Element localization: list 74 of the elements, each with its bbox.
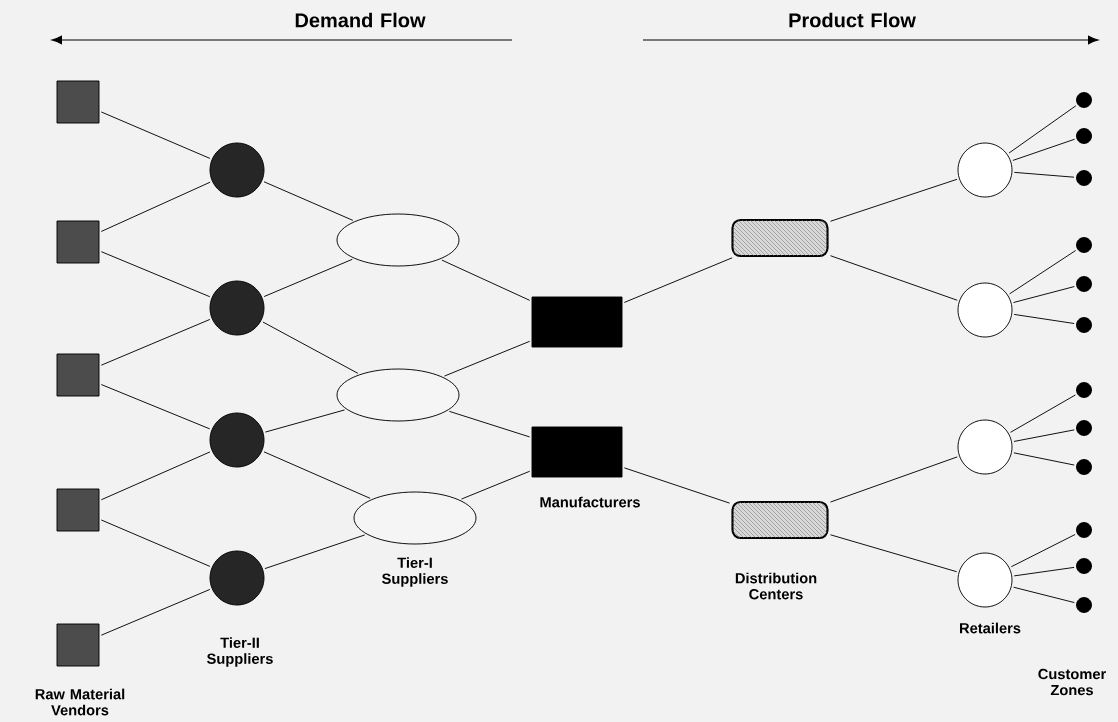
connector-line: [830, 178, 958, 222]
supplier-ellipse: [336, 213, 460, 267]
column-label: Retailers: [960, 622, 1021, 634]
connector-line: [444, 340, 531, 377]
connector-line: [100, 111, 211, 159]
customer-dot: [1076, 317, 1092, 333]
connector-line: [1013, 286, 1075, 303]
connector-line: [830, 456, 958, 503]
customer-dot: [1076, 92, 1092, 108]
connector-line: [1013, 566, 1075, 577]
supplier-circle: [209, 280, 265, 336]
vendor-square: [56, 623, 100, 667]
connector-line: [264, 409, 345, 433]
connector-line: [1008, 105, 1077, 154]
retailer-circle: [957, 142, 1013, 198]
connector-line: [1010, 394, 1076, 433]
customer-dot: [1076, 459, 1092, 475]
connector-line: [100, 181, 211, 232]
customer-dot: [1076, 382, 1092, 398]
connector-line: [623, 257, 733, 303]
connector-line: [100, 384, 211, 430]
flow-heading: Product Flow: [789, 12, 916, 28]
factory-block: [531, 296, 623, 348]
column-label: Tier-II Suppliers: [207, 637, 273, 667]
connector-line: [263, 451, 371, 499]
connector-line: [100, 589, 211, 636]
customer-dot: [1076, 420, 1092, 436]
connector-line: [1013, 171, 1075, 178]
connector-line: [263, 258, 353, 297]
supplier-circle: [209, 142, 265, 198]
supplier-circle: [209, 412, 265, 468]
connector-line: [461, 470, 531, 500]
connector-line: [100, 319, 211, 366]
connector-line: [623, 467, 730, 504]
column-label: Distribution Centers: [735, 572, 817, 600]
vendor-square: [56, 220, 100, 264]
connector-line: [100, 451, 211, 501]
connector-line: [1009, 250, 1077, 295]
supplier-ellipse: [336, 368, 460, 422]
column-label: Raw Material Vendors: [35, 688, 125, 716]
connector-line: [100, 519, 211, 567]
connector-line: [1013, 586, 1075, 604]
customer-dot: [1076, 237, 1092, 253]
connector-line: [1012, 138, 1076, 161]
connector-line: [1013, 313, 1075, 324]
connector-line: [263, 181, 354, 221]
flow-heading: Demand Flow: [295, 12, 426, 28]
customer-dot: [1076, 597, 1092, 613]
vendor-square: [56, 488, 100, 532]
connector-line: [262, 321, 359, 374]
supplier-circle: [209, 550, 265, 606]
connector-line: [264, 534, 366, 570]
factory-block: [531, 426, 623, 478]
connector-line: [441, 259, 531, 301]
connector-line: [1010, 534, 1076, 568]
retailer-circle: [957, 282, 1013, 338]
column-label: Customer Zones: [1038, 668, 1106, 696]
connector-line: [1013, 429, 1075, 442]
customer-dot: [1076, 558, 1092, 574]
connector-line: [830, 255, 958, 301]
customer-dot: [1076, 170, 1092, 186]
connector-line: [100, 251, 211, 298]
connector-line: [830, 534, 958, 573]
column-label: Manufacturers: [540, 496, 640, 508]
customer-dot: [1076, 522, 1092, 538]
vendor-square: [56, 353, 100, 397]
supplier-ellipse: [353, 491, 477, 545]
connector-line: [1013, 452, 1075, 466]
retailer-circle: [957, 419, 1013, 475]
vendor-square: [56, 80, 100, 124]
retailer-circle: [957, 552, 1013, 608]
customer-dot: [1076, 128, 1092, 144]
customer-dot: [1076, 276, 1092, 292]
connector-line: [448, 410, 531, 438]
